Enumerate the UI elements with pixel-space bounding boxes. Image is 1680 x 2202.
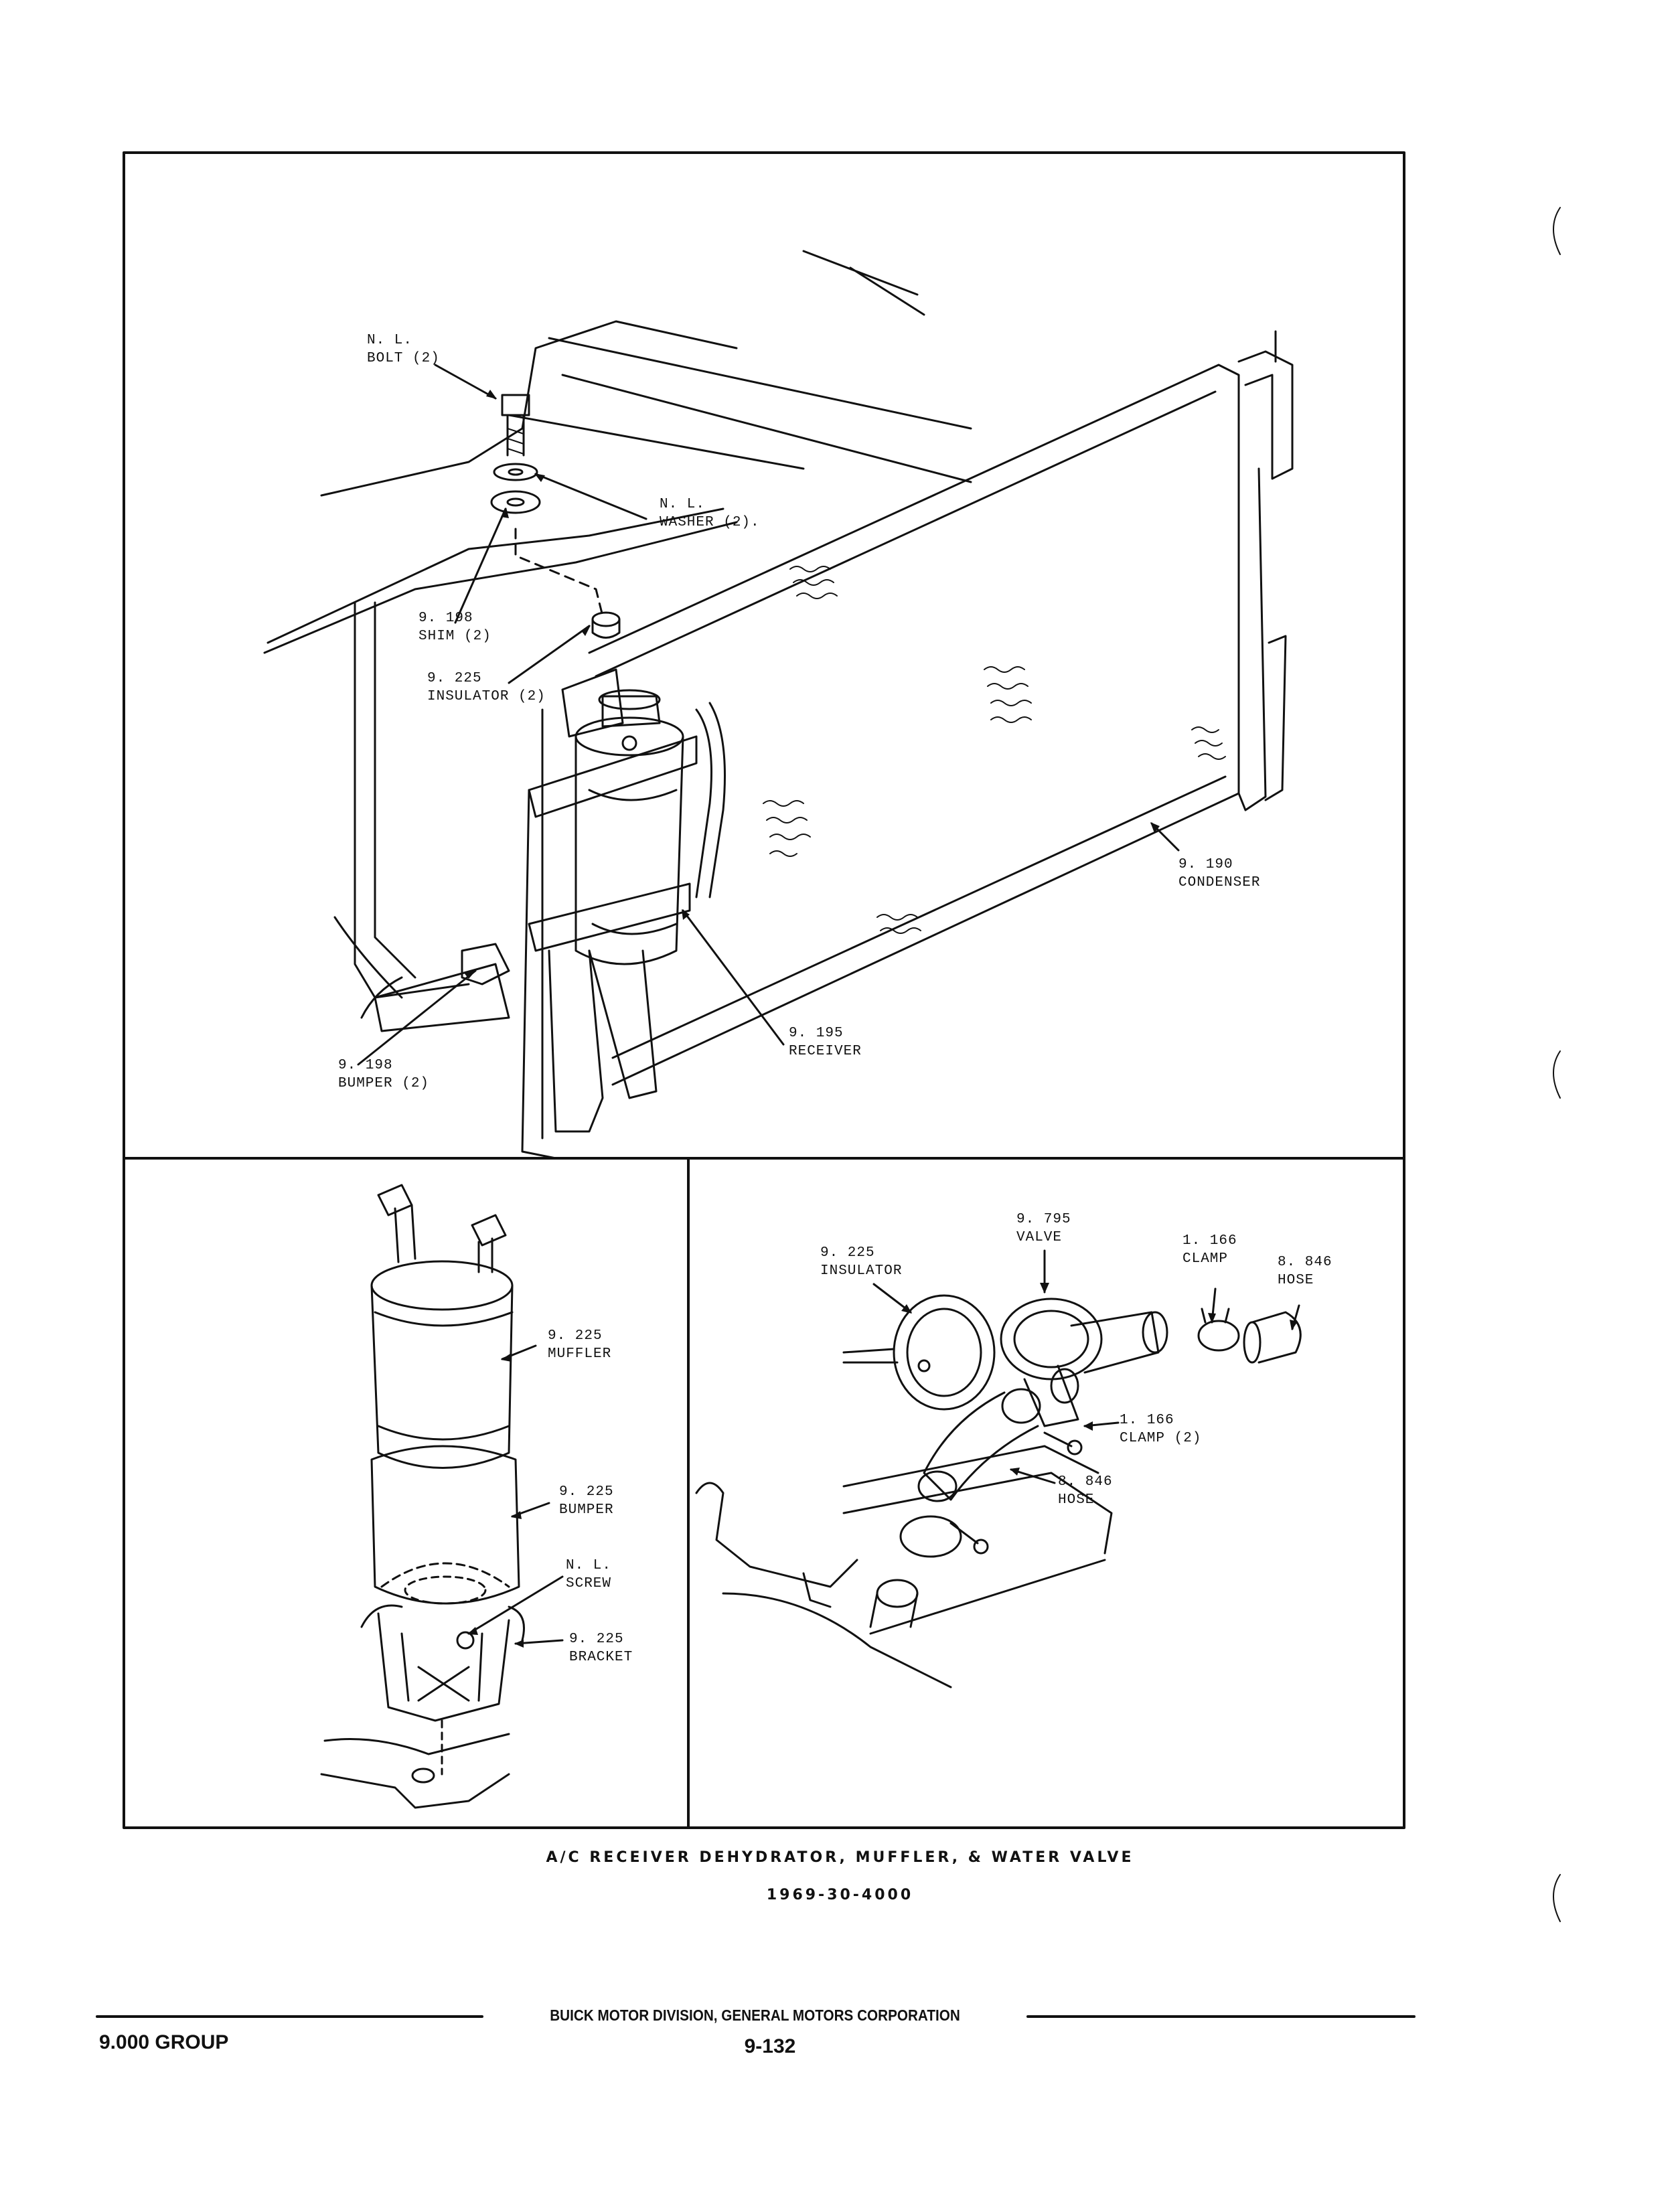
label-hose-top-name: HOSE — [1278, 1273, 1314, 1288]
label-shim-name: SHIM (2) — [418, 629, 491, 644]
label-insulator-top-name: INSULATOR (2) — [427, 689, 546, 704]
footer-group: 9.000 GROUP — [99, 2031, 229, 2053]
label-shim-code: 9. 198 — [418, 611, 473, 626]
label-bracket-name: BRACKET — [569, 1650, 633, 1665]
label-clamp-code: 1. 166 — [1182, 1233, 1237, 1249]
label-condenser-code: 9. 190 — [1178, 857, 1233, 872]
label-shim: 9. 198 SHIM (2) — [418, 609, 491, 645]
label-clamp: 1. 166 CLAMP — [1182, 1232, 1237, 1268]
label-clamp-2-name: CLAMP (2) — [1120, 1431, 1202, 1446]
label-receiver: 9. 195 RECEIVER — [789, 1024, 862, 1060]
label-insulator-right-name: INSULATOR — [820, 1263, 903, 1279]
label-condenser-name: CONDENSER — [1178, 875, 1261, 890]
label-receiver-code: 9. 195 — [789, 1026, 844, 1041]
label-insulator-right: 9. 225 INSULATOR — [820, 1244, 902, 1280]
label-nl-bolt-name: BOLT (2) — [367, 351, 440, 366]
label-hose-mid: 8. 846 HOSE — [1058, 1473, 1113, 1509]
label-hose-top-code: 8. 846 — [1278, 1255, 1332, 1270]
label-bumper-left-code: 9. 225 — [559, 1484, 614, 1500]
label-nl-bolt-code: N. L. — [367, 333, 413, 348]
label-condenser: 9. 190 CONDENSER — [1178, 856, 1260, 892]
label-bumper-top: 9. 198 BUMPER (2) — [338, 1056, 429, 1093]
label-nl-washer-name: WASHER (2). — [660, 515, 760, 530]
left-panel-drawing — [320, 1184, 564, 1809]
label-insulator-top-code: 9. 225 — [427, 671, 482, 686]
label-bumper-left-name: BUMPER — [559, 1502, 614, 1518]
label-bracket-code: 9. 225 — [569, 1632, 624, 1647]
label-bumper-top-code: 9. 198 — [338, 1058, 393, 1073]
figure-caption-code: 1969-30-4000 — [766, 1887, 914, 1903]
right-panel-drawing — [695, 1249, 1302, 1688]
label-clamp-name: CLAMP — [1182, 1251, 1229, 1267]
label-nl-washer-code: N. L. — [660, 497, 706, 512]
label-muffler-code: 9. 225 — [548, 1328, 603, 1344]
label-clamp-2: 1. 166 CLAMP (2) — [1120, 1411, 1201, 1447]
figure-caption-title: A/C RECEIVER DEHYDRATOR, MUFFLER, & WATE… — [546, 1849, 1134, 1866]
label-nl-bolt: N. L. BOLT (2) — [367, 331, 440, 368]
label-hose-top: 8. 846 HOSE — [1278, 1253, 1332, 1289]
footer-publisher: BUICK MOTOR DIVISION, GENERAL MOTORS COR… — [550, 2007, 960, 2024]
label-bumper-left: 9. 225 BUMPER — [559, 1483, 614, 1519]
label-screw-name: SCREW — [566, 1576, 612, 1591]
label-screw: N. L. SCREW — [566, 1557, 611, 1593]
label-bumper-top-name: BUMPER (2) — [338, 1076, 430, 1091]
label-clamp-2-code: 1. 166 — [1120, 1413, 1174, 1428]
figure-frame — [123, 151, 1405, 1829]
label-hose-mid-name: HOSE — [1058, 1492, 1095, 1508]
label-hose-mid-code: 8. 846 — [1058, 1474, 1113, 1490]
label-muffler-name: MUFFLER — [548, 1346, 612, 1362]
label-bracket: 9. 225 BRACKET — [569, 1630, 633, 1666]
label-insulator-right-code: 9. 225 — [820, 1245, 875, 1261]
label-valve-code: 9. 795 — [1016, 1212, 1071, 1227]
label-receiver-name: RECEIVER — [789, 1044, 862, 1059]
label-muffler: 9. 225 MUFFLER — [548, 1327, 611, 1363]
label-valve-name: VALVE — [1016, 1230, 1063, 1245]
top-panel-drawing — [263, 250, 1294, 1160]
label-screw-code: N. L. — [566, 1558, 612, 1573]
label-valve: 9. 795 VALVE — [1016, 1210, 1071, 1247]
label-insulator-top: 9. 225 INSULATOR (2) — [427, 670, 546, 706]
footer-page-number: 9-132 — [744, 2035, 796, 2057]
label-nl-washer: N. L. WASHER (2). — [660, 495, 760, 532]
